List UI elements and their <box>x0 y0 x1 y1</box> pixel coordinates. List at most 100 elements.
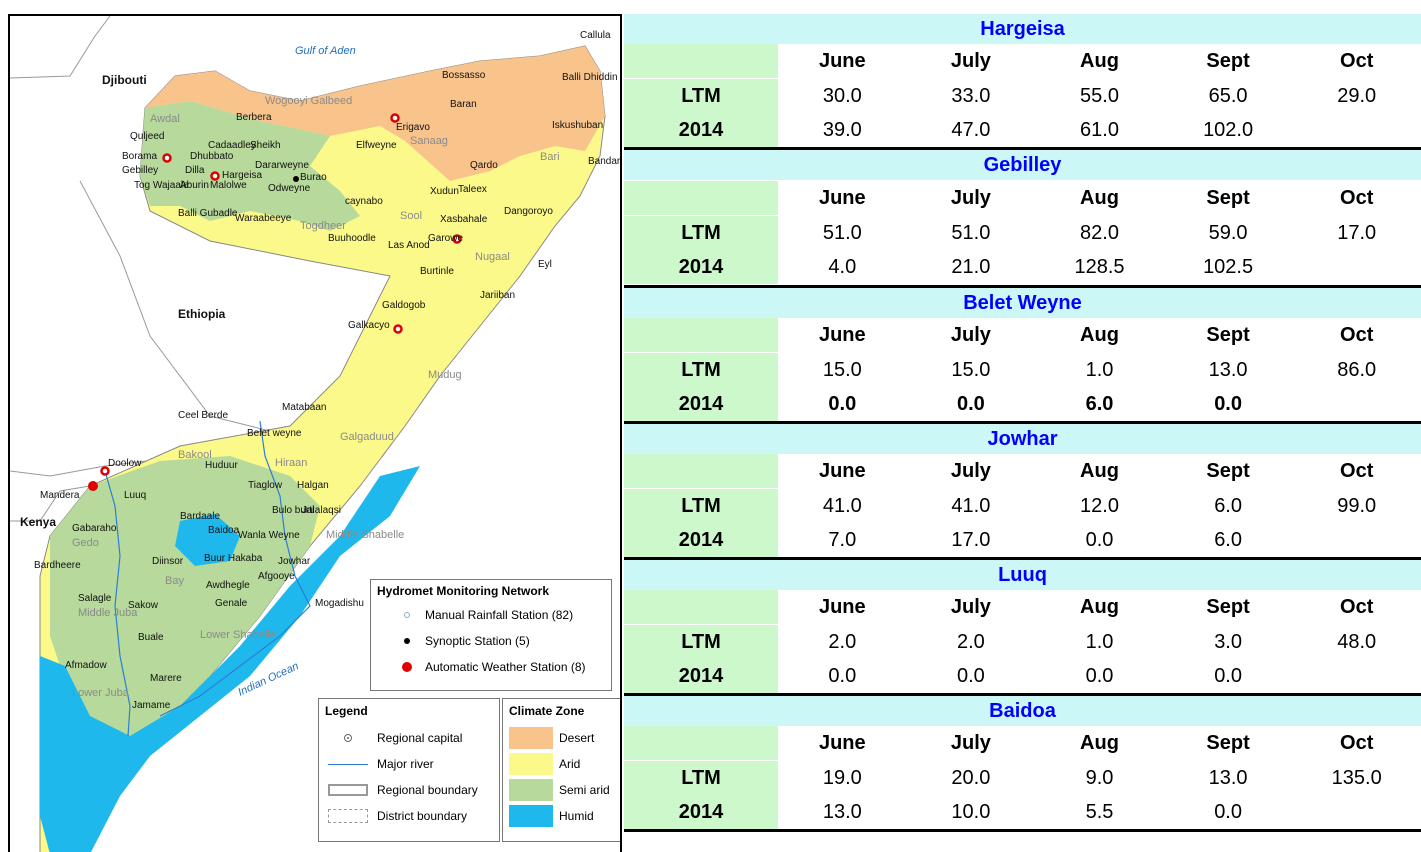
map-label-borama: Borama <box>122 151 157 162</box>
month-header: Sept <box>1206 324 1250 347</box>
value-cell <box>1292 523 1421 557</box>
value-cell <box>1292 387 1421 421</box>
map-label-burao: Burao <box>300 172 327 183</box>
value-cell: 1.0 <box>1085 358 1114 381</box>
value-cell: 2.0 <box>956 630 985 653</box>
hydromet-item-label: Automatic Weather Station (8) <box>425 660 586 674</box>
station-name: Luuq <box>624 560 1421 590</box>
map-label-cadaadley: Cadaadley <box>208 140 256 151</box>
map-label-awdhegle: Awdhegle <box>206 580 250 591</box>
value-cell: 86.0 <box>1337 358 1377 381</box>
row-label-2014: 2014 <box>624 250 778 285</box>
map-label-doolow: Doolow <box>108 458 142 469</box>
map-label-awdal: Awdal <box>150 113 180 125</box>
value-cell: 33.0 <box>951 84 991 107</box>
climate-item-label: Humid <box>559 809 594 823</box>
climate-item-desert: Desert <box>503 725 620 751</box>
value-cell: 19.0 <box>822 766 862 789</box>
map-label-bardaale: Bardaale <box>180 511 220 522</box>
value-cell: 41.0 <box>822 494 862 517</box>
map-label-odweyne: Odweyne <box>268 183 311 194</box>
aws-station-icon <box>402 662 412 672</box>
climate-item-label: Arid <box>559 757 581 771</box>
value-cell <box>1292 659 1421 693</box>
month-header: Oct <box>1340 324 1374 347</box>
month-header: Sept <box>1206 50 1250 73</box>
month-header: July <box>950 460 991 483</box>
value-cell: 47.0 <box>951 118 991 141</box>
month-header: July <box>950 186 991 209</box>
map-label-gedo: Gedo <box>72 537 99 549</box>
river-line-icon <box>328 763 368 765</box>
header-corner-cell <box>624 454 778 489</box>
map-label-balli-gubadle: Balli Gubadle <box>178 208 238 219</box>
map-label-quljeed: Quljeed <box>130 131 164 142</box>
semi-arid-swatch <box>509 779 553 801</box>
map-label-wogooyi-galbeed: Wogooyi Galbeed <box>265 95 352 107</box>
map-label-hiraan: Hiraan <box>275 457 307 469</box>
value-cell: 48.0 <box>1337 630 1377 653</box>
map-label-bay: Bay <box>165 575 184 587</box>
row-label-ltm: LTM <box>624 215 778 250</box>
month-header: July <box>950 324 991 347</box>
map-label-dhubbato: Dhubbato <box>190 151 234 162</box>
legend-item-regional-boundary: Regional boundary <box>319 777 499 803</box>
value-cell: 61.0 <box>1080 118 1119 141</box>
map-label-berbera: Berbera <box>236 112 272 123</box>
regional-capital-icon <box>344 734 352 742</box>
value-cell: 13.0 <box>822 800 862 823</box>
header-corner-cell <box>624 726 778 761</box>
aws-mandera <box>88 481 98 491</box>
value-cell: 0.0 <box>1214 664 1242 687</box>
month-header: June <box>818 732 866 755</box>
value-cell: 6.0 <box>1214 528 1242 551</box>
map-label-buuhoodle: Buuhoodle <box>328 233 376 244</box>
value-cell: 41.0 <box>951 494 991 517</box>
synoptic-burao <box>293 176 299 182</box>
map-label-erigavo: Erigavo <box>396 122 430 133</box>
aws-doolow <box>100 466 110 476</box>
month-header: July <box>950 50 991 73</box>
map-label-tiaglow: Tiaglow <box>248 480 283 491</box>
map-label-lower-juba: Lower Juba <box>72 687 130 699</box>
value-cell: 2.0 <box>828 630 857 653</box>
map-label-nugaal: Nugaal <box>475 251 510 263</box>
map-label-lower-shabelle: Lower Shabelle <box>200 629 276 641</box>
month-header: Aug <box>1080 324 1119 347</box>
map-label-mandera: Mandera <box>40 490 80 501</box>
climate-item-arid: Arid <box>503 751 620 777</box>
month-header: Aug <box>1080 460 1119 483</box>
month-header: Oct <box>1340 732 1374 755</box>
map-label-galgaduud: Galgaduud <box>340 431 394 443</box>
kenya-border <box>10 485 91 522</box>
value-cell: 102.0 <box>1203 118 1254 141</box>
map-legend: Legend Regional capital Major river Regi… <box>318 698 500 842</box>
map-label-baidoa: Baidoa <box>208 525 240 536</box>
hydromet-item-aws: Automatic Weather Station (8) <box>371 654 611 680</box>
value-cell: 29.0 <box>1337 84 1377 107</box>
month-header: Oct <box>1340 596 1374 619</box>
legend-title: Legend <box>325 704 368 718</box>
value-cell: 51.0 <box>951 221 991 244</box>
map-label-genale: Genale <box>215 598 248 609</box>
month-header: June <box>818 186 866 209</box>
value-cell: 6.0 <box>1085 392 1114 415</box>
map-label-elfweyne: Elfweyne <box>356 140 397 151</box>
map-label-bardheere: Bardheere <box>34 560 81 571</box>
map-label-halgan: Halgan <box>297 480 329 491</box>
value-cell: 128.5 <box>1074 256 1125 279</box>
map-label-dilla: Dilla <box>185 165 205 176</box>
row-label-2014: 2014 <box>624 794 778 829</box>
map-label-djibouti: Djibouti <box>102 73 147 87</box>
map-label-galkacyo: Galkacyo <box>348 320 390 331</box>
value-cell: 0.0 <box>1214 392 1242 415</box>
value-cell: 4.0 <box>828 256 857 279</box>
value-cell: 9.0 <box>1085 766 1114 789</box>
value-cell: 3.0 <box>1214 630 1242 653</box>
row-label-2014: 2014 <box>624 112 778 147</box>
map-label-hargeisa: Hargeisa <box>222 170 262 181</box>
map-label-gabaraho: Gabaraho <box>72 523 117 534</box>
map-label-galdogob: Galdogob <box>382 300 426 311</box>
